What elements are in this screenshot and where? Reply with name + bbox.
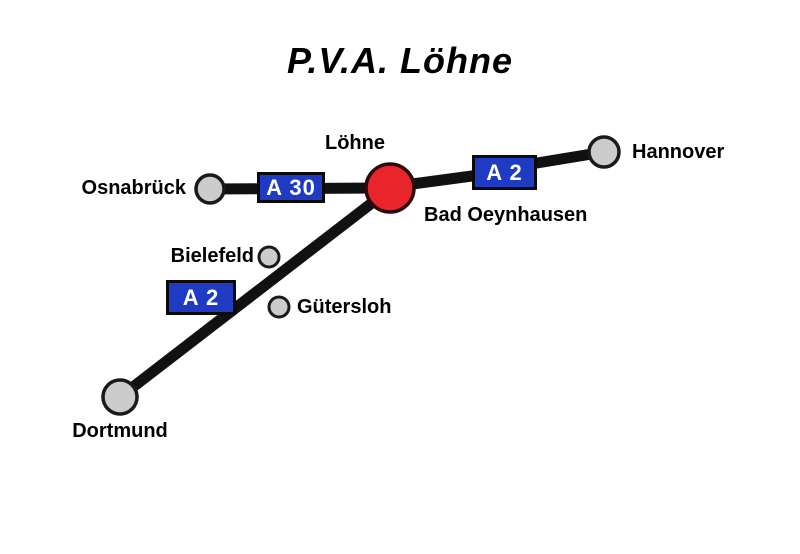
guetersloh-node-icon bbox=[267, 295, 291, 319]
highway-sign-a30: A 30 bbox=[257, 172, 325, 203]
bielefeld-label: Bielefeld bbox=[170, 245, 254, 267]
dortmund-node-icon bbox=[101, 378, 139, 416]
page-title: P.V.A. Löhne bbox=[286, 40, 514, 81]
highway-sign-a2-south-label: A 2 bbox=[182, 284, 220, 310]
loehne-junction-icon bbox=[364, 162, 416, 214]
highway-sign-a2-south: A 2 bbox=[166, 280, 236, 315]
bielefeld-node-icon bbox=[257, 245, 281, 269]
highway-sign-a30-label: A 30 bbox=[266, 174, 316, 200]
hannover-node-icon bbox=[587, 135, 621, 169]
highway-sign-a2-east: A 2 bbox=[472, 155, 537, 190]
road-a2-south bbox=[116, 184, 394, 402]
bad-oeynhausen-label: Bad Oeynhausen bbox=[424, 204, 588, 226]
dortmund-label: Dortmund bbox=[72, 420, 168, 442]
loehne-label: Löhne bbox=[325, 132, 385, 154]
osnabrueck-label: Osnabrück bbox=[81, 177, 186, 199]
hannover-label: Hannover bbox=[632, 141, 725, 163]
highway-sign-a2-east-label: A 2 bbox=[486, 159, 523, 185]
osnabrueck-node-icon bbox=[194, 173, 226, 205]
guetersloh-label: Gütersloh bbox=[297, 296, 392, 318]
